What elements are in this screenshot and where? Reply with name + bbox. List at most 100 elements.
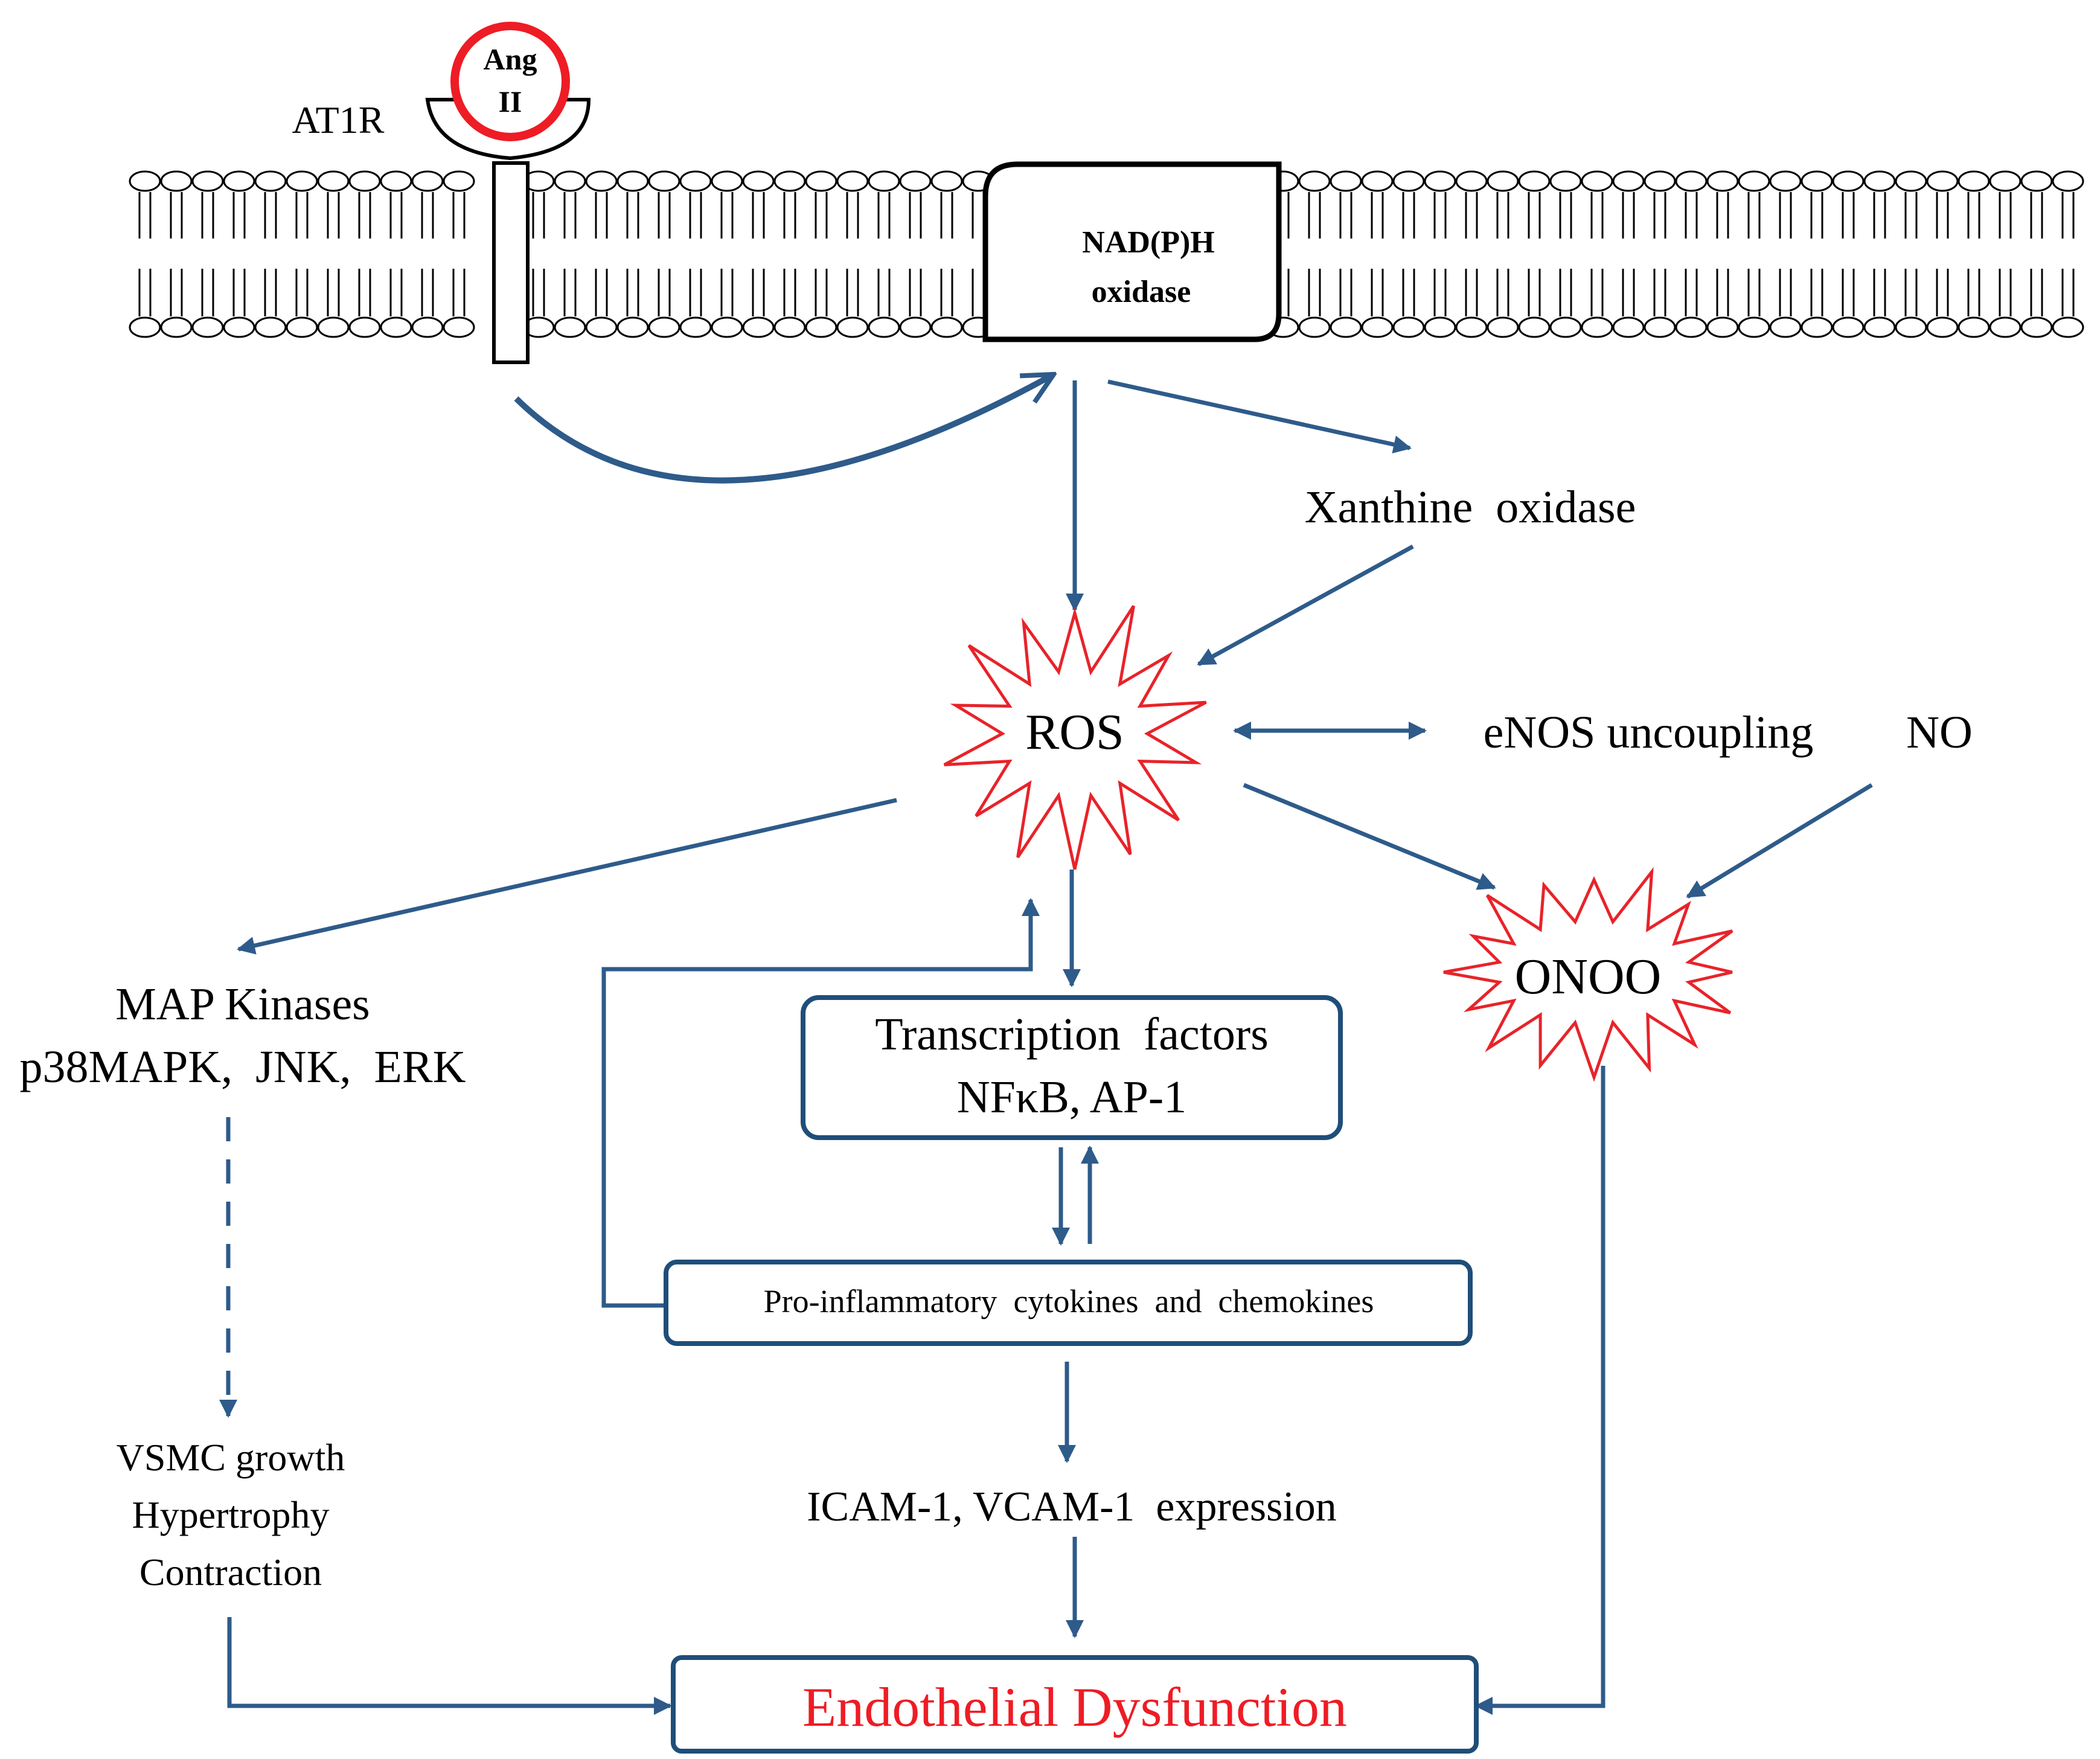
ii-label: II [499,85,522,118]
phospholipid-head [2020,170,2053,192]
phospholipid-head [585,170,618,192]
phospholipid-head [1392,316,1425,338]
cytokines-box: Pro-inflammatory cytokines and chemokine… [664,1260,1473,1346]
phospholipid-head [1330,316,1362,338]
phospholipid-head [773,316,806,338]
phospholipid-head [805,316,837,338]
phospholipid-head [160,316,193,338]
phospholipid-head [191,170,224,192]
no-label: NO [1906,707,1973,758]
phospholipid-head [616,170,649,192]
phospholipid-head [1895,316,1927,338]
phospholipid-head [930,170,963,192]
phospholipid-head [616,316,649,338]
tf-members: NFκB, AP-1 [957,1072,1186,1123]
phospholipid-head [317,316,350,338]
phospholipid-head [1958,316,1990,338]
arrow-no-to-onoo [1686,783,1873,899]
oxidase-label: oxidase [1092,275,1191,309]
phospholipid-head [2020,316,2053,338]
phospholipid-head [1361,316,1394,338]
map-kinases-label: MAP Kinases [115,979,370,1030]
phospholipid-head [380,316,412,338]
endothelial-dysfunction-box: Endothelial Dysfunction [671,1655,1479,1754]
xanthine-oxidase-label: Xanthine oxidase [1305,482,1636,533]
phospholipid-head [585,316,618,338]
phospholipid-head [648,316,680,338]
arrow-cytokines-feedback-to-ros [601,898,1040,1308]
phospholipid-head [1487,316,1519,338]
phospholipid-head [1832,170,1865,192]
arrow-ros-to-mapk [237,798,897,955]
phospholipid-head [129,316,161,338]
phospholipid-head [1675,316,1708,338]
phospholipid-head [742,170,775,192]
phospholipid-head [899,170,932,192]
ang-ii-ligand [450,22,570,141]
onoo-starburst: ONOO [1443,867,1733,1082]
at1r-label: AT1R [292,98,385,141]
phospholipid-head [1675,170,1708,192]
nadph-label: NAD(P)H [1082,225,1215,260]
arrow-vsmc-to-endo [227,1617,672,1715]
phospholipid-head [317,170,350,192]
phospholipid-head [1706,316,1739,338]
phospholipid-head [286,316,318,338]
phospholipid-head [554,316,586,338]
contraction-label: Contraction [139,1551,322,1594]
hypertrophy-label: Hypertrophy [132,1493,329,1536]
at1r-receptor: Ang II AT1R [292,22,591,364]
phospholipid-head [1769,316,1802,338]
phospholipid-head [868,316,900,338]
phospholipid-head [1392,170,1425,192]
phospholipid-head [836,316,869,338]
phospholipid-head [1958,170,1990,192]
phospholipid-head [1549,170,1582,192]
phospholipid-head [411,316,444,338]
phospholipid-head [711,170,743,192]
arrows [219,371,1873,1715]
phospholipid-head [129,170,161,192]
icam-vcam-label: ICAM-1, VCAM-1 expression [807,1484,1337,1530]
phospholipid-head [1612,170,1645,192]
arrow-at1r-to-nadph [514,371,1054,484]
phospholipid-head [1644,170,1676,192]
phospholipid-head [1455,316,1488,338]
phospholipid-head [679,170,712,192]
phospholipid-head [805,170,837,192]
phospholipid-head [1863,170,1896,192]
phospholipid-head [554,170,586,192]
cell-membrane [129,170,2084,338]
phospholipid-head [223,170,255,192]
phospholipid-head [1989,316,2022,338]
phospholipid-head [1989,170,2022,192]
phospholipid-head [1926,316,1959,338]
phospholipid-head [1581,170,1613,192]
phospholipid-head [1549,316,1582,338]
phospholipid-head [191,316,224,338]
phospholipid-head [1706,170,1739,192]
arrow-ros-to-onoo [1243,783,1496,890]
phospholipid-head [742,316,775,338]
phospholipid-head [2052,316,2084,338]
mapk-members-label: p38MAPK, JNK, ERK [20,1042,466,1092]
tf-title: Transcription factors [875,1009,1269,1060]
phospholipid-head [160,170,193,192]
phospholipid-head [1361,170,1394,192]
endothelial-dysfunction-label: Endothelial Dysfunction [802,1676,1347,1738]
phospholipid-head [348,316,381,338]
vsmc-growth-label: VSMC growth [117,1436,345,1479]
phospholipid-head [1424,170,1456,192]
phospholipid-head [380,170,412,192]
phospholipid-head [1581,316,1613,338]
phospholipid-head [679,316,712,338]
ros-label: ROS [1025,704,1124,760]
phospholipid-head [286,170,318,192]
phospholipid-head [1895,170,1927,192]
phospholipid-head [254,316,287,338]
onoo-label: ONOO [1515,949,1662,1005]
phospholipid-head [1518,170,1551,192]
phospholipid-head [1518,316,1551,338]
phospholipid-head [711,316,743,338]
